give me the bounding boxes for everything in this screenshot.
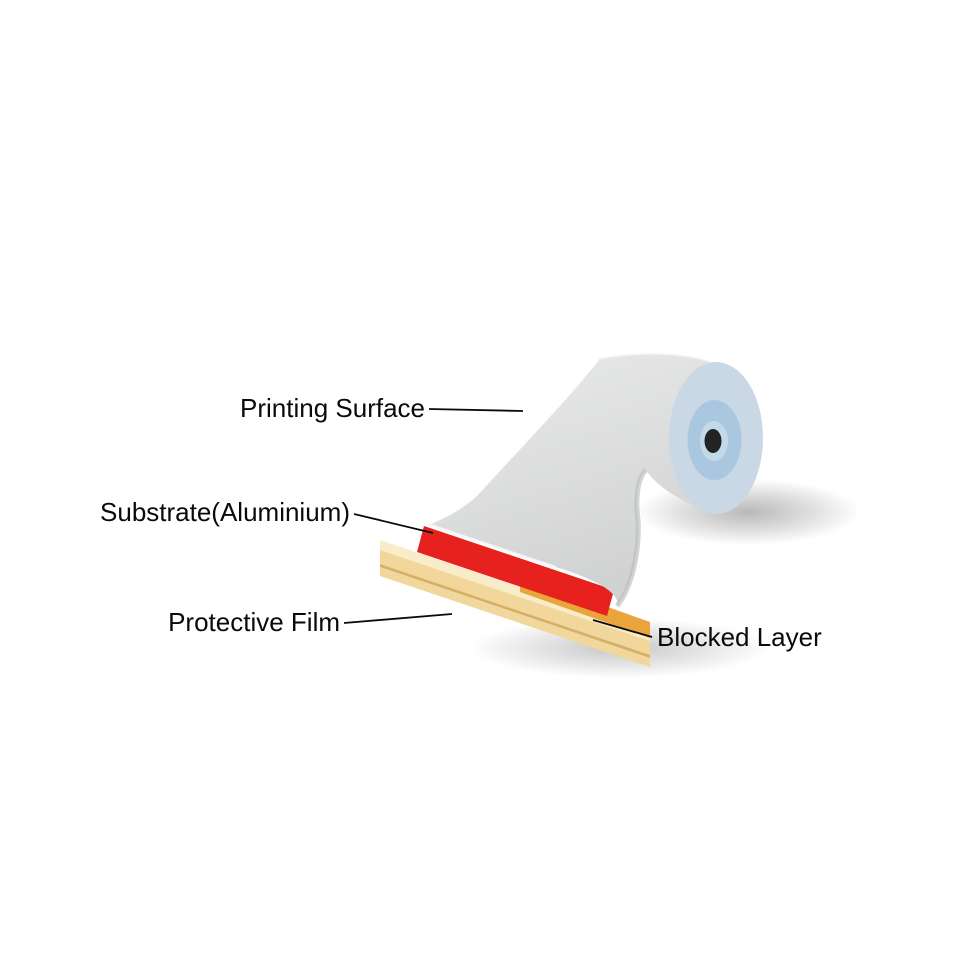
- film-lower-band: [380, 567, 650, 667]
- film-front-face: [380, 550, 650, 655]
- label-protective-film: Protective Film: [168, 607, 340, 637]
- label-printing-surface: Printing Surface: [240, 393, 425, 423]
- label-substrate: Substrate(Aluminium): [100, 497, 350, 527]
- substrate-layer-shape: [417, 526, 614, 616]
- roll-core-hole: [704, 429, 722, 453]
- blocked-layer-leader-line: [592, 619, 653, 638]
- sheet-top-edge-highlight: [597, 352, 715, 364]
- printing-surface-leader-line: [428, 408, 524, 412]
- substrate-leader-line: [353, 513, 434, 534]
- sheet-curl-shading: [615, 468, 648, 608]
- printing-surface-sheet: [428, 353, 751, 606]
- protective-film-leader-line: [343, 613, 453, 624]
- film-divider-line: [380, 564, 650, 658]
- sheet-bottom-edge-highlight: [427, 523, 557, 568]
- film-top-plane: [380, 540, 650, 641]
- label-blocked-layer: Blocked Layer: [657, 622, 822, 652]
- sheet-left-edge-highlight: [427, 358, 600, 526]
